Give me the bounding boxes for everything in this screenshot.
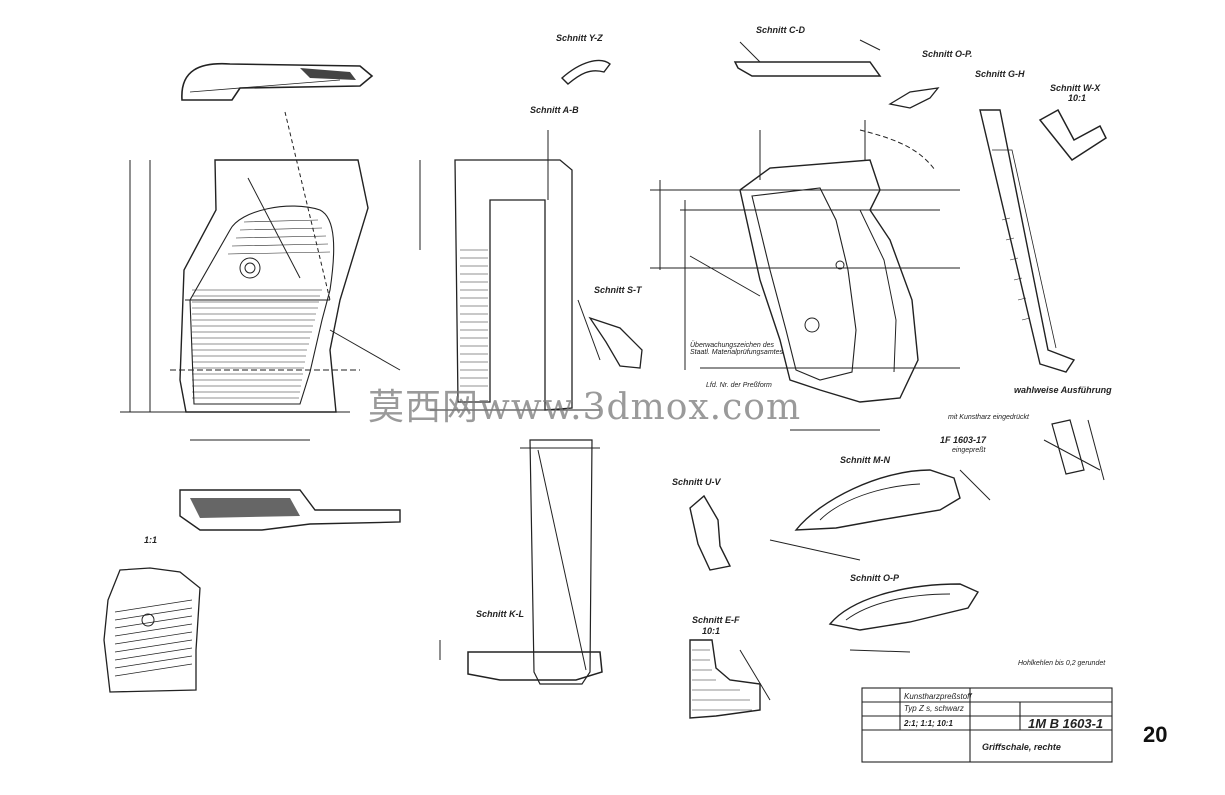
label-section-c-d: Schnitt C-D [756, 25, 805, 35]
label-section-k-l: Schnitt K-L [476, 609, 524, 619]
section-u-v [689, 494, 732, 571]
note-scale: 1:1 [144, 535, 158, 545]
note-resin: mit Kunstharz eingedrückt [948, 414, 1029, 421]
note-hollow: Hohlkehlen bis 0,2 gerundet [1018, 660, 1106, 667]
section-g-h [979, 109, 1076, 373]
grip-bottom-view [179, 489, 401, 531]
note-lfd: Lfd. Nr. der Preßform [706, 382, 772, 389]
label-section-y-z: Schnitt Y-Z [556, 33, 603, 43]
label-section-o-p-top: Schnitt O-P. [922, 49, 973, 59]
grip-top-view [181, 62, 374, 101]
section-s-t [577, 299, 643, 369]
label-section-u-v: Schnitt U-V [672, 477, 721, 487]
title-block-drawing-number: 1M B 1603-1 [1028, 716, 1104, 731]
label-section-e-f-scale: 10:1 [702, 626, 721, 636]
note-part-ref: 1F 1603-17 [940, 435, 987, 445]
section-e-f [689, 639, 771, 719]
section-o-p [828, 583, 980, 653]
section-m-n [769, 469, 991, 561]
title-block-type: Typ Z s, schwarz [904, 704, 964, 713]
optional-variant-detail [1043, 419, 1105, 481]
grip-side-view [120, 111, 401, 441]
section-k-l [439, 439, 603, 685]
label-section-w-x: Schnitt W-X [1050, 83, 1101, 93]
section-o-p-top [888, 87, 940, 109]
note-optional-variant: wahlweise Ausführung [1014, 385, 1112, 395]
section-a-b [419, 130, 600, 411]
section-c-d [733, 39, 882, 77]
grip-front-view [650, 120, 960, 431]
grip-serrations [192, 219, 331, 399]
title-block-material: Kunstharzpreßstoff [904, 692, 972, 701]
label-section-g-h: Schnitt G-H [975, 69, 1025, 79]
label-section-a-b: Schnitt A-B [530, 105, 579, 115]
title-block: Kunstharzpreßstoff Typ Z s, schwarz 2:1;… [862, 688, 1112, 762]
title-block-frame [861, 687, 1113, 763]
section-y-z [560, 59, 611, 85]
label-section-o-p: Schnitt O-P [850, 573, 899, 583]
title-block-scales: 2:1; 1:1; 10:1 [904, 719, 953, 728]
grip-1-1-view [103, 567, 201, 693]
watermark: 莫西网www.3dmox.com [368, 387, 802, 428]
label-section-m-n: Schnitt M-N [840, 455, 890, 465]
note-marking: Überwachungszeichen des Staatl. Material… [690, 342, 783, 356]
label-section-w-x-scale: 10:1 [1068, 93, 1087, 103]
title-block-part-name: Griffschale, rechte [982, 742, 1061, 752]
note-pressed-in: eingepreßt [952, 447, 986, 454]
label-section-s-t: Schnitt S-T [594, 285, 642, 295]
section-w-x [1038, 108, 1107, 161]
label-section-e-f: Schnitt E-F [692, 615, 740, 625]
page-number: 20 [1143, 722, 1168, 747]
